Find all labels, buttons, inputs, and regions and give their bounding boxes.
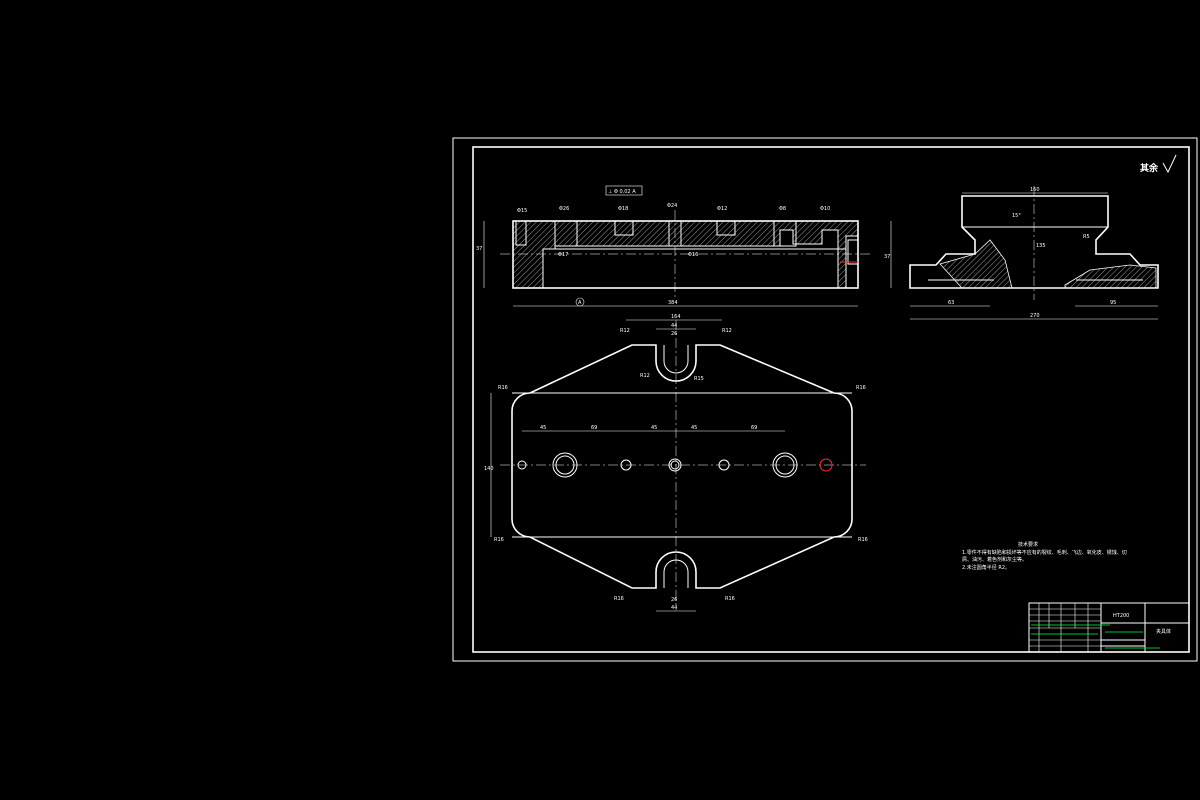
datum-label: A xyxy=(578,300,582,306)
hole-small-2 xyxy=(620,459,632,471)
front-bore-5 xyxy=(716,220,736,236)
side-view-outline xyxy=(909,195,1159,289)
sheet-inner-border xyxy=(472,146,1190,653)
tech-requirements-title: 技术要求 xyxy=(1018,541,1038,548)
dim-side-height: 37 xyxy=(884,254,890,260)
svg-text:45: 45 xyxy=(691,425,697,431)
svg-text:26: 26 xyxy=(671,597,677,603)
svg-text:R12: R12 xyxy=(640,373,650,379)
dim-side-top: 160 xyxy=(1030,187,1040,193)
tech-line-2: 屑、油污、着色剂和灰尘等。 xyxy=(962,556,1027,563)
svg-text:Φ10: Φ10 xyxy=(820,206,830,212)
svg-text:Φ16: Φ16 xyxy=(688,252,698,258)
hole-red xyxy=(819,458,833,472)
hole-small-1 xyxy=(517,460,527,470)
front-bore-2 xyxy=(554,220,578,247)
plan-view-outline xyxy=(511,344,853,589)
front-bore-6 xyxy=(773,220,797,247)
front-bore-1 xyxy=(515,220,527,246)
side-hatch-left xyxy=(939,239,1013,289)
tolerance-frame-text: ⊥ Φ 0.02 A xyxy=(608,189,636,195)
dim-plan-height: 140 xyxy=(484,466,494,472)
svg-text:45: 45 xyxy=(540,425,546,431)
top-slot-inner xyxy=(663,345,689,374)
roughness-note-text: 其余 xyxy=(1140,162,1159,174)
side-hatch-right xyxy=(1064,264,1157,289)
side-view: 160 15° 135 270 63 95 37 R5 xyxy=(884,186,1159,320)
hole-center xyxy=(668,458,682,472)
dim-side-right: 95 xyxy=(1110,300,1116,306)
svg-text:R16: R16 xyxy=(498,385,508,391)
dim-plan-slot-width: 44 xyxy=(671,323,677,329)
svg-text:R16: R16 xyxy=(614,596,624,602)
front-bore-3 xyxy=(614,220,634,236)
datum-marker-icon xyxy=(575,297,585,307)
plan-view: 164 44 26 44 26 140 45 69 45 45 69 R12 R… xyxy=(484,314,868,612)
svg-text:R12: R12 xyxy=(722,328,732,334)
dim-side-left: 63 xyxy=(948,300,954,306)
front-bore-7 xyxy=(847,239,859,265)
svg-text:Φ15: Φ15 xyxy=(517,208,527,214)
dim-side-angle: 15° xyxy=(1012,213,1021,219)
svg-text:Φ12: Φ12 xyxy=(717,206,727,212)
dim-plan-top: 164 xyxy=(671,314,681,320)
svg-text:69: 69 xyxy=(591,425,597,431)
svg-text:Φ24: Φ24 xyxy=(667,203,677,209)
roughness-note: 其余 xyxy=(1140,154,1177,174)
dim-side-base: 270 xyxy=(1030,313,1040,319)
tech-line-3: 2.未注圆角半径 R2。 xyxy=(962,564,1010,571)
title-material: HT200 xyxy=(1113,613,1129,619)
svg-text:Φ8: Φ8 xyxy=(779,206,786,212)
svg-text:44: 44 xyxy=(671,605,677,611)
sheet-outer-border xyxy=(452,137,1198,662)
svg-text:Φ26: Φ26 xyxy=(559,206,569,212)
dim-plan-slot-inner: 26 xyxy=(671,331,677,337)
svg-text:Φ17: Φ17 xyxy=(558,252,568,258)
dim-side-mid: 135 xyxy=(1036,243,1046,249)
svg-text:R16: R16 xyxy=(494,537,504,543)
roughness-symbol-icon xyxy=(1162,154,1177,174)
title-block: HT200 夹具体 xyxy=(1028,602,1190,653)
svg-text:69: 69 xyxy=(751,425,757,431)
title-part-name: 夹具体 xyxy=(1156,628,1171,635)
hole-small-3 xyxy=(718,459,730,471)
svg-text:45: 45 xyxy=(651,425,657,431)
svg-text:R16: R16 xyxy=(856,385,866,391)
svg-text:R16: R16 xyxy=(725,596,735,602)
svg-text:R16: R16 xyxy=(858,537,868,543)
svg-text:R12: R12 xyxy=(620,328,630,334)
hole-large-2 xyxy=(772,452,798,478)
svg-text:R15: R15 xyxy=(694,376,704,382)
dim-overall-length: 384 xyxy=(668,300,678,306)
dim-front-height: 37 xyxy=(476,246,482,252)
tolerance-frame xyxy=(605,185,643,196)
front-view: 384 37 ⊥ Φ 0.02 A A Φ15 Φ26 Φ18 Φ24 Φ12 … xyxy=(476,185,870,307)
dim-side-radius: R5 xyxy=(1083,234,1090,240)
hole-large-1 xyxy=(552,452,578,478)
tech-requirements: 技术要求 1.零件不得有缺陷和损坏等不应有的裂纹、毛刺、飞边、氧化皮、锈蚀、切 … xyxy=(962,541,1127,571)
tech-line-1: 1.零件不得有缺陷和损坏等不应有的裂纹、毛刺、飞边、氧化皮、锈蚀、切 xyxy=(962,549,1127,556)
svg-text:Φ18: Φ18 xyxy=(618,206,628,212)
